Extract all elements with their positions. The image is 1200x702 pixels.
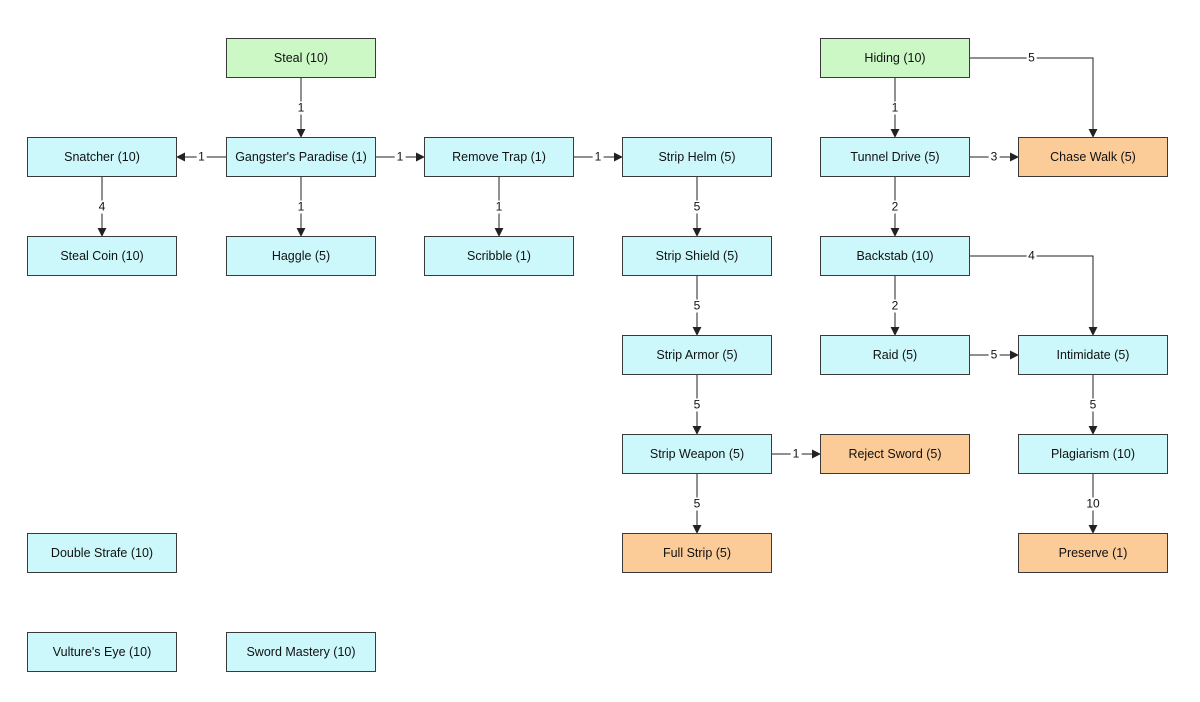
edge-weight-label: 2	[889, 298, 901, 312]
skill-node-intimidate[interactable]: Intimidate (5)	[1018, 335, 1168, 375]
edge-weight-label: 1	[493, 199, 505, 213]
edge-weight-label: 5	[691, 199, 703, 213]
skill-node-tunneldrive[interactable]: Tunnel Drive (5)	[820, 137, 970, 177]
skill-node-scribble[interactable]: Scribble (1)	[424, 236, 574, 276]
edge-weight-label: 1	[196, 149, 207, 164]
edge-hiding-to-chasewalk	[970, 57, 1098, 138]
edge-weight-label: 1	[790, 446, 802, 461]
skill-node-stripshield[interactable]: Strip Shield (5)	[622, 236, 772, 276]
skill-node-rejectsword[interactable]: Reject Sword (5)	[820, 434, 970, 474]
skill-node-gangster[interactable]: Gangster's Paradise (1)	[226, 137, 376, 177]
skill-node-vulture[interactable]: Vulture's Eye (10)	[27, 632, 177, 672]
skill-node-striparmor[interactable]: Strip Armor (5)	[622, 335, 772, 375]
skill-node-raid[interactable]: Raid (5)	[820, 335, 970, 375]
skill-node-chasewalk[interactable]: Chase Walk (5)	[1018, 137, 1168, 177]
edge-weight-label: 5	[988, 347, 1000, 362]
edge-backstab-to-intimidate	[970, 255, 1098, 336]
edge-weight-label: 10	[1084, 496, 1102, 510]
skill-node-removetrap[interactable]: Remove Trap (1)	[424, 137, 574, 177]
skill-node-plagiarism[interactable]: Plagiarism (10)	[1018, 434, 1168, 474]
skill-node-doublestrafe[interactable]: Double Strafe (10)	[27, 533, 177, 573]
skill-node-haggle[interactable]: Haggle (5)	[226, 236, 376, 276]
skill-node-stripweapon[interactable]: Strip Weapon (5)	[622, 434, 772, 474]
skill-node-snatcher[interactable]: Snatcher (10)	[27, 137, 177, 177]
skill-node-fullstrip[interactable]: Full Strip (5)	[622, 533, 772, 573]
skill-node-steal[interactable]: Steal (10)	[226, 38, 376, 78]
edge-weight-label: 3	[988, 149, 1000, 164]
edge-weight-label: 5	[1087, 397, 1099, 411]
skill-node-hiding[interactable]: Hiding (10)	[820, 38, 970, 78]
skill-node-preserve[interactable]: Preserve (1)	[1018, 533, 1168, 573]
edge-weight-label: 1	[394, 149, 406, 164]
edge-weight-label: 1	[889, 100, 901, 114]
edge-weight-label: 5	[1026, 50, 1037, 65]
edge-weight-label: 5	[691, 496, 703, 510]
skill-node-backstab[interactable]: Backstab (10)	[820, 236, 970, 276]
edge-weight-label: 4	[96, 199, 108, 213]
edge-weight-label: 5	[691, 397, 703, 411]
edge-weight-label: 2	[889, 199, 901, 213]
edge-weight-label: 1	[592, 149, 604, 164]
edge-weight-label: 4	[1026, 248, 1037, 263]
skill-node-swordmastery[interactable]: Sword Mastery (10)	[226, 632, 376, 672]
skill-node-stealcoin[interactable]: Steal Coin (10)	[27, 236, 177, 276]
skill-node-striphelm[interactable]: Strip Helm (5)	[622, 137, 772, 177]
edge-weight-label: 1	[295, 100, 307, 114]
edge-weight-label: 1	[295, 199, 307, 213]
edge-weight-label: 5	[691, 298, 703, 312]
